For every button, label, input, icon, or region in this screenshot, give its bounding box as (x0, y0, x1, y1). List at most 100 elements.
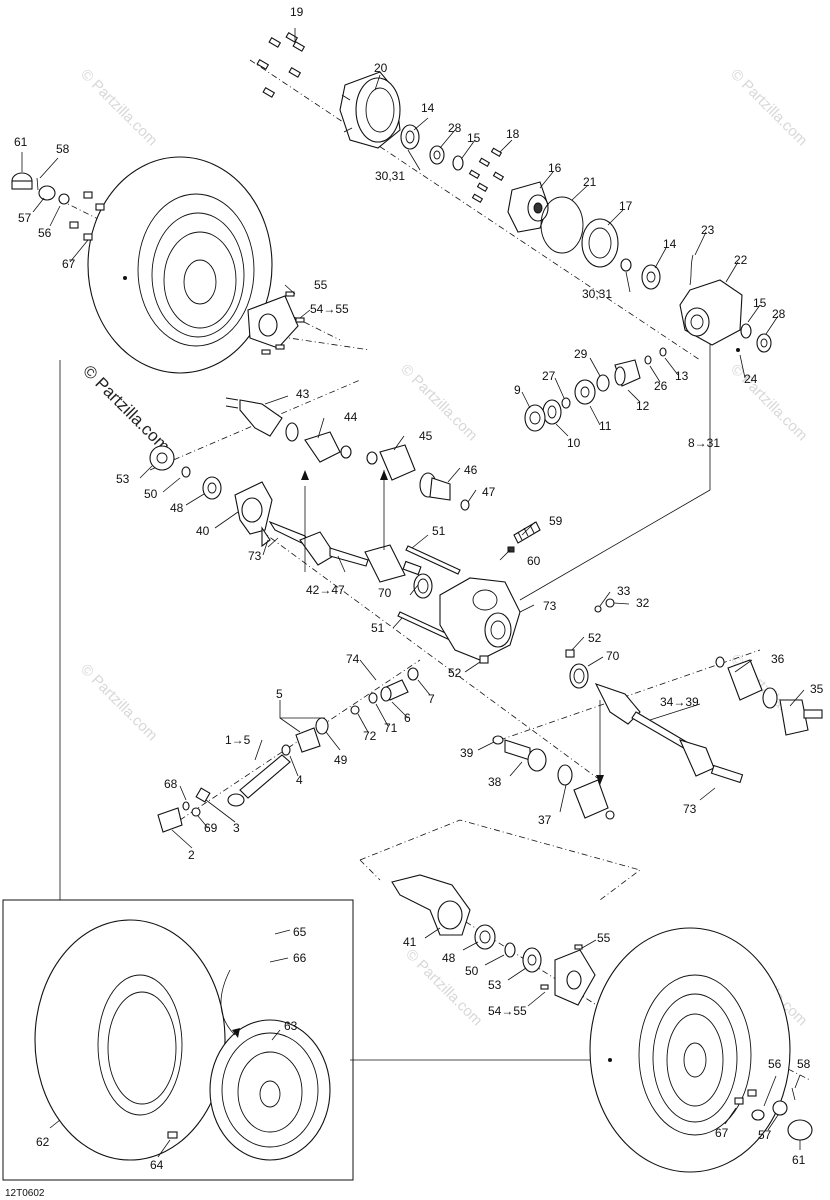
shim-28b (756, 333, 772, 353)
front-wheel-lower (589, 927, 813, 1173)
callout-42-47: 42→47 (306, 583, 345, 597)
bolt-51a (405, 545, 461, 575)
cotter-pin-58b (791, 1087, 796, 1101)
callout-34-39: 34→39 (660, 695, 699, 709)
bearing-48b (474, 924, 496, 950)
clamp-37a (557, 764, 573, 786)
callout-1-5: 1→5 (225, 733, 251, 747)
callout-57: 57 (758, 1128, 772, 1142)
callout-29: 29 (574, 347, 588, 361)
callout-17: 17 (619, 199, 633, 213)
ring-33 (594, 605, 602, 613)
breather-23 (689, 254, 694, 286)
callout-59: 59 (549, 514, 563, 528)
callout-9: 9 (514, 383, 521, 397)
callout-20: 20 (374, 61, 388, 75)
nut-57a (38, 185, 56, 201)
callout-21: 21 (583, 175, 597, 189)
bearing-48a (202, 476, 222, 500)
callout-70: 70 (378, 586, 392, 600)
cv-joint-43 (225, 397, 283, 437)
watermark: © Partzilla.com (77, 66, 160, 149)
knuckle-41 (391, 874, 471, 936)
callout-54-55: 54→55 (488, 1004, 527, 1018)
callout-30-31: 30,31 (375, 169, 405, 183)
callout-48: 48 (170, 501, 184, 515)
callout-55: 55 (597, 931, 611, 945)
ring-32 (605, 598, 615, 608)
callout-6: 6 (404, 711, 411, 725)
cv-joint-35 (779, 699, 823, 736)
seal-70b (569, 663, 589, 689)
ring-15a (452, 155, 464, 171)
left-axle-assembly (149, 397, 470, 583)
callout-50: 50 (144, 487, 158, 501)
callout-39: 39 (460, 746, 474, 760)
callout-41: 41 (403, 935, 417, 949)
callout-48: 48 (442, 951, 456, 965)
ring-15b (740, 323, 752, 339)
seal-70a (413, 573, 433, 599)
bearing-11 (574, 379, 596, 405)
callout-8-31: 8→31 (688, 436, 720, 450)
callout-51: 51 (371, 621, 385, 635)
ring-29 (596, 374, 610, 392)
drive-axle-34 (594, 683, 744, 784)
cap-61a (11, 172, 33, 190)
watermark: © Partzilla.com (727, 66, 810, 149)
rear-knuckle-assembly (391, 874, 596, 1006)
callout-61: 61 (792, 1153, 806, 1167)
housing-20 (339, 71, 401, 149)
callout-69: 69 (204, 821, 218, 835)
housing-22 (679, 279, 743, 352)
callout-73: 73 (683, 802, 697, 816)
yoke-2 (157, 807, 183, 833)
callout-19: 19 (290, 5, 304, 19)
valve-stem-64 (167, 1131, 178, 1139)
callout-72: 72 (363, 729, 377, 743)
callout-58: 58 (797, 1057, 811, 1071)
inset-tire-rim (2, 899, 354, 1181)
differential-carrier-16 (507, 181, 549, 233)
callout-18: 18 (506, 127, 520, 141)
cover-17 (581, 218, 619, 268)
differential-housing (439, 577, 521, 661)
arrows (232, 470, 604, 1038)
watermark: © Partzilla.com (77, 661, 160, 744)
callout-56: 56 (768, 1057, 782, 1071)
seal-9 (524, 404, 546, 432)
nut-57b (772, 1100, 788, 1116)
callout-4: 4 (296, 773, 303, 787)
callout-11: 11 (599, 419, 612, 433)
shaft-1-5 (227, 754, 291, 807)
callout-5: 5 (276, 687, 283, 701)
clamp-43 (285, 422, 299, 442)
cotter-pin-58a (36, 177, 39, 191)
callout-68: 68 (164, 777, 178, 791)
callout-labels: 19 20 14 28 15 18 30,31 16 21 17 14 23 2… (14, 5, 824, 1172)
callout-14: 14 (421, 101, 435, 115)
ring-68 (182, 801, 190, 811)
boot-44 (304, 431, 352, 463)
ring-47 (460, 499, 470, 511)
ring-26 (644, 355, 652, 365)
callout-63: 63 (284, 1019, 298, 1033)
ring-71 (368, 692, 378, 704)
callout-61: 61 (14, 135, 28, 149)
callout-52: 52 (588, 631, 602, 645)
callout-56: 56 (38, 226, 52, 240)
seal-53a (149, 445, 175, 471)
joint-46 (419, 472, 451, 501)
shim-30-31 (620, 258, 632, 272)
callout-44: 44 (344, 410, 358, 424)
shim-28a (429, 145, 445, 165)
rim-63 (209, 1019, 331, 1161)
callout-40: 40 (196, 524, 210, 538)
callout-22: 22 (734, 253, 748, 267)
front-differential-top (256, 32, 772, 432)
callout-60: 60 (527, 554, 541, 568)
joint-38 (504, 739, 547, 772)
callout-62: 62 (36, 1135, 50, 1149)
callout-3: 3 (233, 821, 240, 835)
seal-53b (522, 947, 542, 973)
